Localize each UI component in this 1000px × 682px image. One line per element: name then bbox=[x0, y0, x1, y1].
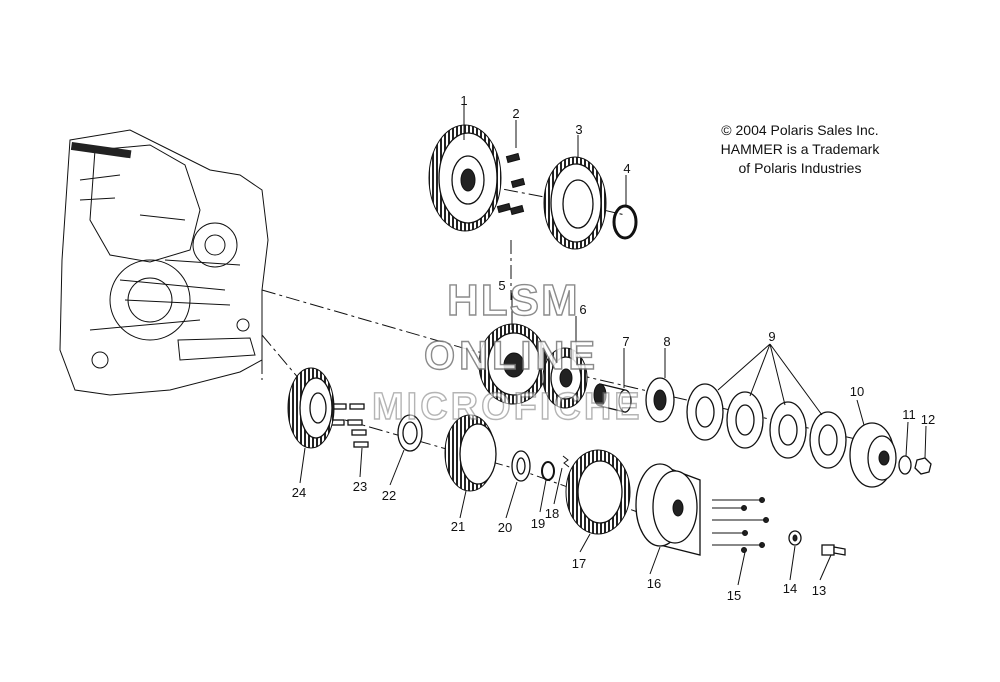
cup-10 bbox=[849, 422, 897, 488]
gear-24 bbox=[287, 367, 335, 449]
callout-4: 4 bbox=[623, 161, 630, 176]
callout-numbers: 1 2 3 4 5 6 7 8 9 10 11 12 13 14 15 16 1… bbox=[292, 93, 935, 603]
gear-1 bbox=[428, 124, 502, 232]
trademark-owner-line: of Polaris Industries bbox=[738, 160, 862, 176]
callout-7: 7 bbox=[622, 334, 629, 349]
callout-17: 17 bbox=[572, 556, 586, 571]
washer-11 bbox=[898, 455, 912, 475]
callout-11: 11 bbox=[902, 407, 916, 422]
callout-19: 19 bbox=[531, 516, 545, 531]
copyright-notice: © 2004 Polaris Sales Inc. HAMMER is a Tr… bbox=[690, 121, 910, 178]
screws-15 bbox=[712, 497, 769, 553]
callout-21: 21 bbox=[451, 519, 465, 534]
callout-22: 22 bbox=[382, 488, 396, 503]
ring-gear-3 bbox=[543, 156, 607, 250]
sleeve-7 bbox=[593, 383, 632, 413]
bearing-22 bbox=[397, 414, 423, 452]
callout-18: 18 bbox=[545, 506, 559, 521]
leader-lines bbox=[299, 105, 927, 586]
drum-16 bbox=[635, 463, 701, 556]
callout-5: 5 bbox=[498, 278, 505, 293]
washer-14 bbox=[788, 530, 802, 546]
callout-16: 16 bbox=[647, 576, 661, 591]
watermark-hlsm: HLSM bbox=[446, 275, 580, 325]
bolt-13 bbox=[821, 544, 846, 556]
callout-24: 24 bbox=[292, 485, 306, 500]
callout-3: 3 bbox=[575, 122, 582, 137]
bolts-23 bbox=[329, 403, 369, 448]
trademark-line: HAMMER is a Trademark bbox=[720, 141, 880, 157]
clip-19 bbox=[541, 461, 555, 481]
gear-6 bbox=[542, 347, 588, 409]
callout-1: 1 bbox=[460, 93, 467, 108]
callout-9: 9 bbox=[768, 329, 775, 344]
snap-ring-4 bbox=[612, 204, 638, 240]
callout-12: 12 bbox=[921, 412, 935, 427]
callout-14: 14 bbox=[783, 581, 797, 596]
spring-18 bbox=[562, 455, 570, 468]
callout-10: 10 bbox=[850, 384, 864, 399]
sprocket-17 bbox=[565, 449, 631, 535]
gear-5 bbox=[478, 323, 548, 405]
copyright-line: © 2004 Polaris Sales Inc. bbox=[721, 122, 879, 138]
bushing-8 bbox=[645, 377, 675, 423]
watermark-online: ONLINE bbox=[423, 333, 600, 378]
callout-6: 6 bbox=[579, 302, 586, 317]
washers-9 bbox=[686, 383, 847, 469]
watermark-microfiche: MICROFICHE bbox=[371, 385, 643, 428]
engine-case bbox=[59, 129, 269, 396]
callout-20: 20 bbox=[498, 520, 512, 535]
callout-2: 2 bbox=[512, 106, 519, 121]
callout-8: 8 bbox=[663, 334, 670, 349]
pins-2 bbox=[496, 152, 526, 216]
nut-12 bbox=[914, 457, 932, 475]
washer-20 bbox=[511, 450, 531, 482]
callout-15: 15 bbox=[727, 588, 741, 603]
callout-13: 13 bbox=[812, 583, 826, 598]
gear-21 bbox=[444, 414, 497, 492]
callout-23: 23 bbox=[353, 479, 367, 494]
